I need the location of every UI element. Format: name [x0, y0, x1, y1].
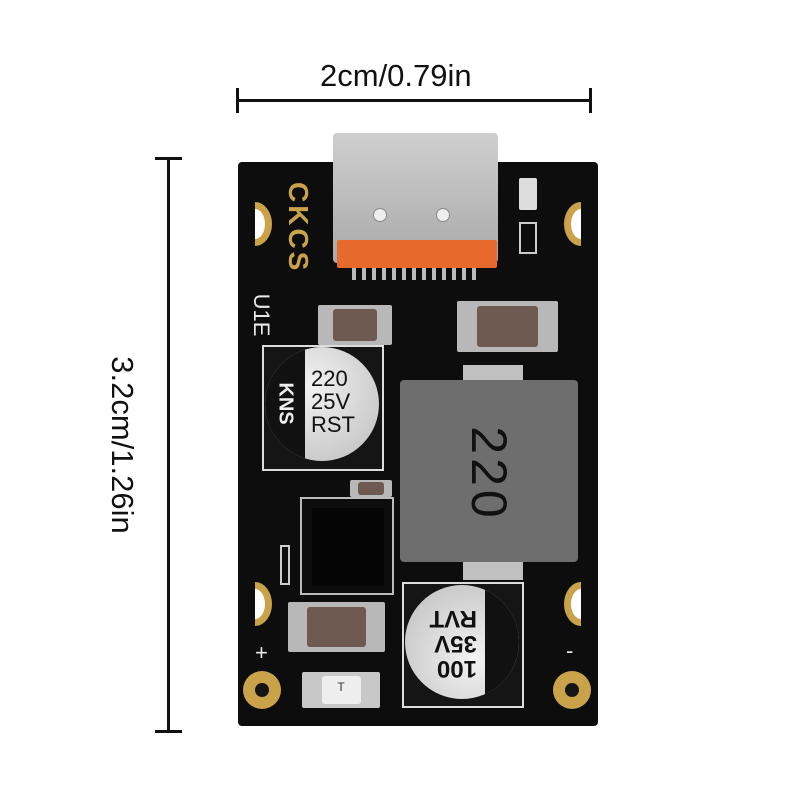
output-electrolytic-capacitor: 100 35V RVT: [405, 585, 519, 699]
smd-capacitor-2: [457, 301, 558, 352]
height-dimension-label: 3.2cm/1.26in: [105, 356, 140, 534]
brand-silk: CKCS: [283, 182, 314, 274]
pad-mid-left: [255, 582, 272, 626]
minus-silk: -: [566, 638, 574, 663]
smd-capacitor-4: T: [302, 672, 380, 708]
resistor-top-right: [519, 222, 537, 254]
width-dimension-label: 2cm/0.79in: [320, 58, 472, 93]
input-cap-brand: KNS: [274, 382, 297, 425]
output-cap-voltage: 35V: [434, 630, 477, 657]
pad-top-right: [564, 202, 581, 246]
height-dimension-tick-bottom: [155, 730, 182, 733]
input-cap-series: RST: [311, 412, 355, 437]
pad-top-left: [255, 202, 272, 246]
smd-capacitor-3: [288, 602, 385, 652]
smd-capacitor-1: [318, 305, 392, 345]
output-cap-series: RVT: [429, 605, 477, 632]
led: [519, 178, 537, 210]
small-cap-marking: T: [337, 680, 345, 694]
ic-footprint: [300, 497, 394, 595]
ic-chip: [312, 508, 384, 586]
width-dimension-tick-left: [236, 88, 239, 113]
positive-terminal-pad: [243, 671, 281, 709]
input-electrolytic-capacitor: KNS 220 25V RST: [265, 347, 379, 461]
power-inductor: 220: [400, 380, 578, 562]
width-dimension-line: [237, 99, 592, 102]
smd-resistor: [350, 480, 392, 497]
width-dimension-tick-right: [589, 88, 592, 113]
height-dimension-tick-top: [155, 157, 182, 160]
input-cap-voltage: 25V: [311, 389, 351, 414]
output-cap-value: 100: [436, 655, 477, 682]
resistor-small: [280, 545, 290, 585]
plus-silk: +: [255, 640, 268, 665]
height-dimension-line: [167, 158, 170, 732]
inductor-marking: 220: [461, 426, 517, 522]
pad-mid-right: [564, 582, 581, 626]
input-cap-value: 220: [311, 366, 348, 391]
negative-terminal-pad: [553, 671, 591, 709]
usb-c-solder-tabs: [337, 240, 497, 268]
usb-c-pins: [352, 268, 480, 280]
ref-silk: U1E: [249, 293, 274, 337]
